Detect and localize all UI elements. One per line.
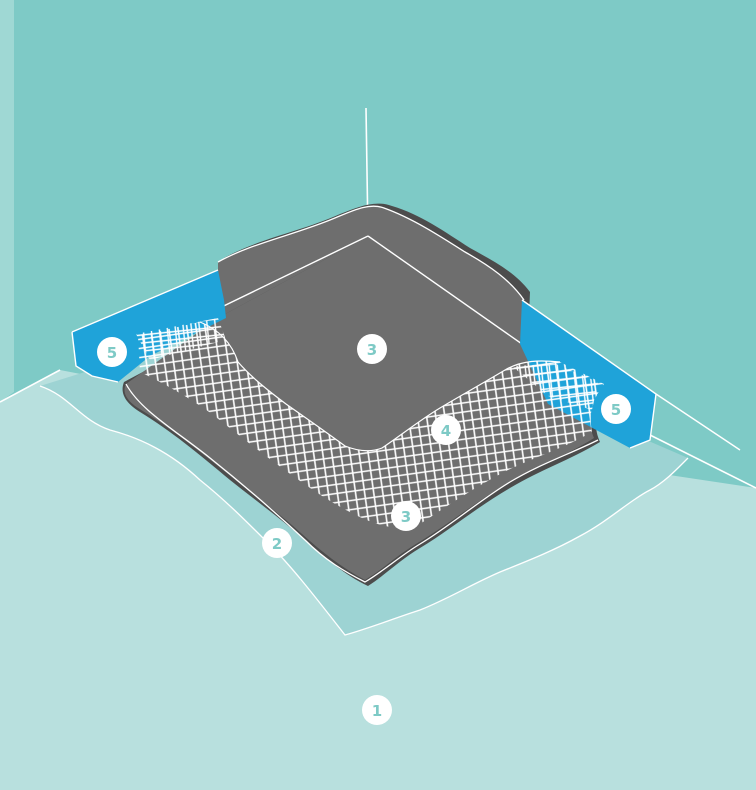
badge-reinforcement-mesh-label: 4 bbox=[441, 422, 451, 440]
badge-floor-substrate: 1 bbox=[362, 695, 392, 725]
badge-membrane-wall-label: 3 bbox=[367, 341, 377, 359]
mesh-on-tape-right bbox=[512, 364, 598, 410]
reinforcement-mesh-edge bbox=[199, 321, 561, 452]
membrane-fold-right bbox=[367, 235, 523, 345]
membrane-wall-section bbox=[218, 206, 524, 342]
wall-floor-corner-right bbox=[639, 429, 756, 489]
badge-tape-right-label: 5 bbox=[611, 401, 621, 419]
badge-membrane-wall: 3 bbox=[357, 334, 387, 364]
badge-membrane-floor-label: 3 bbox=[401, 508, 411, 526]
badge-tape-right: 5 bbox=[601, 394, 631, 424]
badge-primer-label: 2 bbox=[272, 535, 282, 553]
wall-floor-corner-left bbox=[0, 369, 61, 403]
badge-tape-left: 5 bbox=[97, 337, 127, 367]
reinforcement-mesh bbox=[138, 322, 604, 528]
badge-membrane-floor: 3 bbox=[391, 501, 421, 531]
sealing-tape-left-outline bbox=[71, 269, 219, 383]
badge-reinforcement-mesh: 4 bbox=[431, 415, 461, 445]
membrane-outline bbox=[217, 205, 525, 301]
badge-floor-substrate-label: 1 bbox=[372, 702, 382, 720]
membrane-bottom-outline bbox=[125, 383, 599, 583]
sealing-tape-right-outline bbox=[521, 299, 741, 451]
membrane-floor-section bbox=[124, 236, 604, 580]
primer-outline bbox=[39, 385, 689, 636]
badge-tape-left-label: 5 bbox=[107, 344, 117, 362]
mesh-on-tape-left bbox=[136, 318, 226, 360]
badge-primer: 2 bbox=[262, 528, 292, 558]
left-wall-edge bbox=[0, 0, 14, 402]
